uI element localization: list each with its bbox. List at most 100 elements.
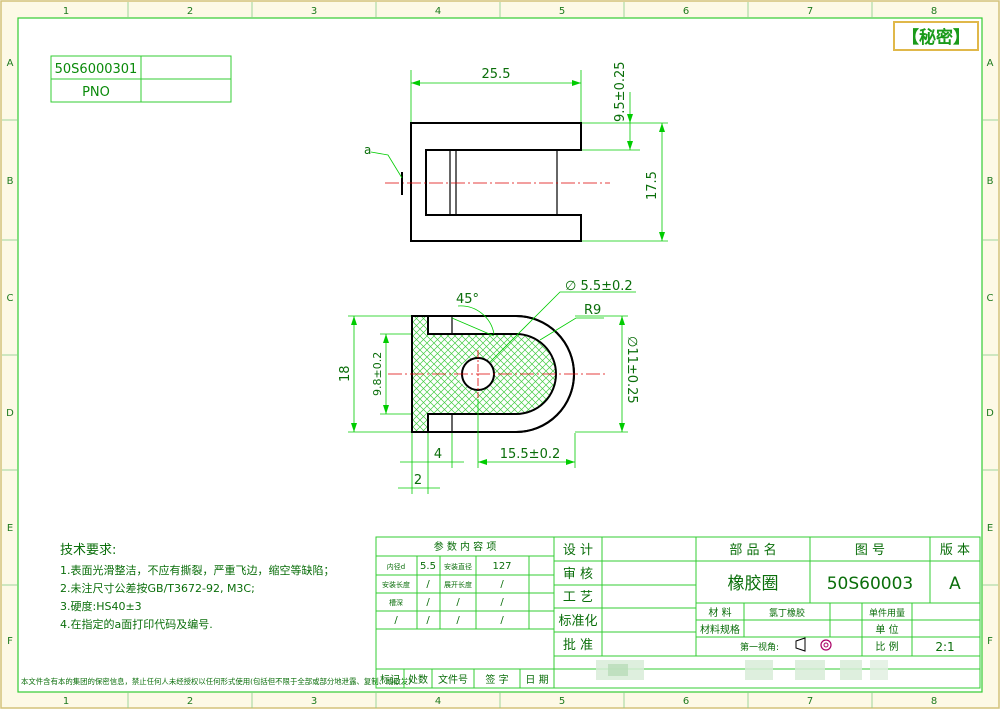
zone-col-label: 2 <box>187 696 193 707</box>
zone-row-label: E <box>7 523 13 534</box>
dim-9-8: 9.8±0.2 <box>371 352 384 396</box>
zone-row-label: A <box>987 58 994 69</box>
param-header: 参 数 内 容 项 <box>434 540 497 553</box>
sign-header: 签 字 <box>485 673 508 686</box>
zone-row-label: C <box>987 293 994 304</box>
qty-label: 单件用量 <box>869 607 905 619</box>
dim-4: 4 <box>434 447 442 462</box>
scale: 2:1 <box>935 640 954 654</box>
zone-col-label: 3 <box>311 696 317 707</box>
blurred-signature-area <box>596 660 888 680</box>
sign-header: 文件号 <box>438 673 468 686</box>
material-label: 材 料 <box>708 606 731 619</box>
version: A <box>949 574 961 594</box>
role-label: 设 计 <box>563 543 593 558</box>
confidential-label: 【秘密】 <box>902 27 970 48</box>
version-label: 版 本 <box>940 543 970 558</box>
dim-18: 18 <box>338 365 353 382</box>
param-cell: 5.5 <box>420 561 436 572</box>
zone-col-label: 2 <box>187 6 193 17</box>
zone-row-label: C <box>7 293 14 304</box>
material: 氯丁橡胶 <box>769 607 805 619</box>
unit-label: 单 位 <box>875 623 898 636</box>
sign-header: 日 期 <box>525 674 548 686</box>
zone-col-label: 4 <box>435 696 441 707</box>
zone-row-label: F <box>987 636 993 647</box>
zone-col-label: 1 <box>63 6 69 17</box>
zone-row-label: E <box>987 523 993 534</box>
dim-15-5: 15.5±0.2 <box>500 447 561 462</box>
spec-label: 材料规格 <box>700 623 740 636</box>
confidential-stamp <box>893 21 979 51</box>
tech-item: 3.硬度:HS40±3 <box>60 599 142 613</box>
tech-item: 1.表面光滑整洁，不应有撕裂，严重飞边，缩空等缺陷； <box>60 563 335 577</box>
pno-table: 50S6000301 PNO <box>50 55 232 103</box>
front-view: 45° ∅ 5.5±0.2 R9 18 9.8±0.2 ∅11±0.25 4 <box>338 279 639 494</box>
param-cell: / <box>456 597 460 608</box>
zone-col-label: 5 <box>559 696 565 707</box>
zone-row-label: A <box>7 58 14 69</box>
tech-requirements: 技术要求: 1.表面光滑整洁，不应有撕裂，严重飞边，缩空等缺陷； 2.未注尺寸公… <box>60 543 335 631</box>
zone-row-labels-left: A B C D E F <box>6 58 14 647</box>
scale-label: 比 例 <box>875 640 898 653</box>
param-cell: / <box>500 615 504 626</box>
param-cell: / <box>394 615 398 626</box>
tech-title: 技术要求: <box>60 543 116 558</box>
dim-slot: 9.5±0.25 <box>613 61 628 122</box>
dim-height: 17.5 <box>645 171 660 200</box>
dim-radius: R9 <box>584 303 601 318</box>
param-cell: / <box>456 615 460 626</box>
role-label: 标准化 <box>558 614 597 629</box>
confidential-notice: 本文件含有本的集团的保密信息，禁止任何人未经授权以任何形式使用(包括但不限于全部… <box>21 677 411 686</box>
param-cell: / <box>426 597 430 608</box>
title-block-text: 参 数 内 容 项 内径d 5.5 安装直径 127 安装长度 / 展开长度 /… <box>380 540 970 686</box>
param-cell: 127 <box>492 561 511 572</box>
dim-width: 25.5 <box>482 67 511 82</box>
param-cell: / <box>426 615 430 626</box>
param-cell: / <box>426 579 430 590</box>
dim-2: 2 <box>414 473 422 488</box>
dim-dia-11: ∅11±0.25 <box>624 336 639 404</box>
role-label: 工 艺 <box>563 590 593 605</box>
projection-label: 第一视角: <box>740 641 779 653</box>
tech-item: 2.未注尺寸公差按GB/T3672-92, M3C; <box>60 581 255 595</box>
param-cell: 槽深 <box>389 598 403 607</box>
section-mark: a <box>364 143 371 157</box>
sign-header: 处数 <box>408 673 428 686</box>
zone-col-label: 5 <box>559 6 565 17</box>
drawing-no-label: 图 号 <box>855 543 885 558</box>
pno-label: PNO <box>82 85 110 100</box>
zone-col-label: 7 <box>807 6 813 17</box>
sign-header: 标记 <box>380 674 400 686</box>
first-angle-projection-icon <box>795 637 832 652</box>
zone-col-label: 1 <box>63 696 69 707</box>
part-name: 橡胶圈 <box>728 574 779 594</box>
zone-row-label: D <box>6 408 14 419</box>
zone-col-label: 3 <box>311 6 317 17</box>
pno-code: 50S6000301 <box>55 62 138 77</box>
zone-col-label: 4 <box>435 6 441 17</box>
param-cell: 安装直径 <box>444 562 472 571</box>
zone-row-label: B <box>987 176 994 187</box>
param-cell: 内径d <box>387 562 405 571</box>
param-cell: 展开长度 <box>444 580 472 589</box>
zone-row-label: F <box>7 636 13 647</box>
role-label: 批 准 <box>563 638 593 653</box>
zone-col-label: 8 <box>931 6 937 17</box>
zone-col-label: 6 <box>683 696 689 707</box>
part-name-label: 部 品 名 <box>729 542 776 558</box>
dim-angle: 45° <box>456 292 479 307</box>
tech-item: 4.在指定的a面打印代码及编号. <box>60 617 213 631</box>
zone-row-labels-right: A B C D E F <box>986 58 994 647</box>
param-cell: / <box>500 579 504 590</box>
param-cell: / <box>500 597 504 608</box>
zone-col-label: 7 <box>807 696 813 707</box>
top-view: a 25.5 9.5±0.25 17.5 <box>364 61 668 242</box>
drawing-no: 50S60003 <box>827 574 914 594</box>
title-block <box>375 536 981 689</box>
zone-row-label: B <box>7 176 14 187</box>
zone-col-label: 6 <box>683 6 689 17</box>
dim-hole-dia: ∅ 5.5±0.2 <box>565 279 633 294</box>
